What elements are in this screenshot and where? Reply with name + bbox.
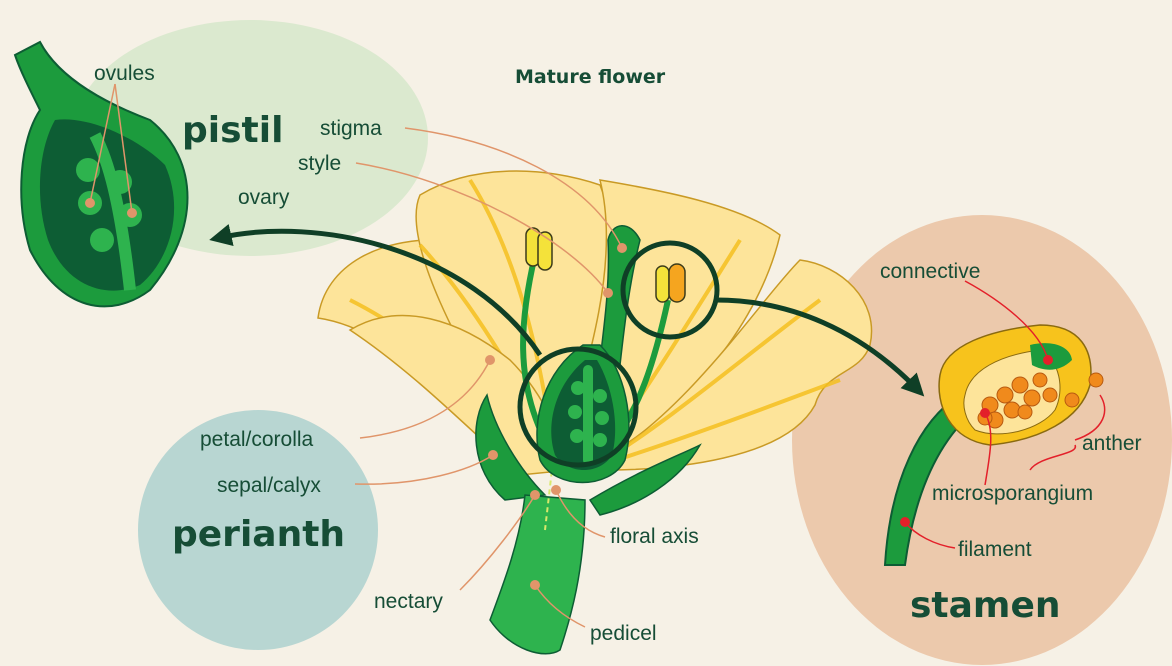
diagram-title: Mature flower bbox=[515, 66, 666, 88]
right-anther bbox=[656, 266, 669, 302]
label-pedicel: pedicel bbox=[590, 622, 657, 645]
label-microsporangium: microsporangium bbox=[932, 482, 1093, 505]
label-ovary: ovary bbox=[238, 186, 290, 209]
group-label-perianth: perianth bbox=[172, 514, 345, 555]
group-label-stamen: stamen bbox=[910, 585, 1061, 626]
group-label-pistil: pistil bbox=[182, 110, 283, 151]
label-petal-corolla: petal/corolla bbox=[200, 428, 314, 451]
label-anther: anther bbox=[1082, 432, 1142, 455]
label-sepal-calyx: sepal/calyx bbox=[217, 474, 321, 497]
pedicel-shape bbox=[490, 495, 585, 654]
label-connective: connective bbox=[880, 260, 980, 283]
label-style: style bbox=[298, 152, 341, 175]
label-filament: filament bbox=[958, 538, 1032, 561]
label-floral-axis: floral axis bbox=[610, 525, 699, 548]
label-ovules: ovules bbox=[94, 62, 155, 85]
label-nectary: nectary bbox=[374, 590, 443, 613]
right-anther-b bbox=[669, 264, 685, 302]
flower bbox=[318, 171, 872, 654]
label-stigma: stigma bbox=[320, 117, 382, 140]
